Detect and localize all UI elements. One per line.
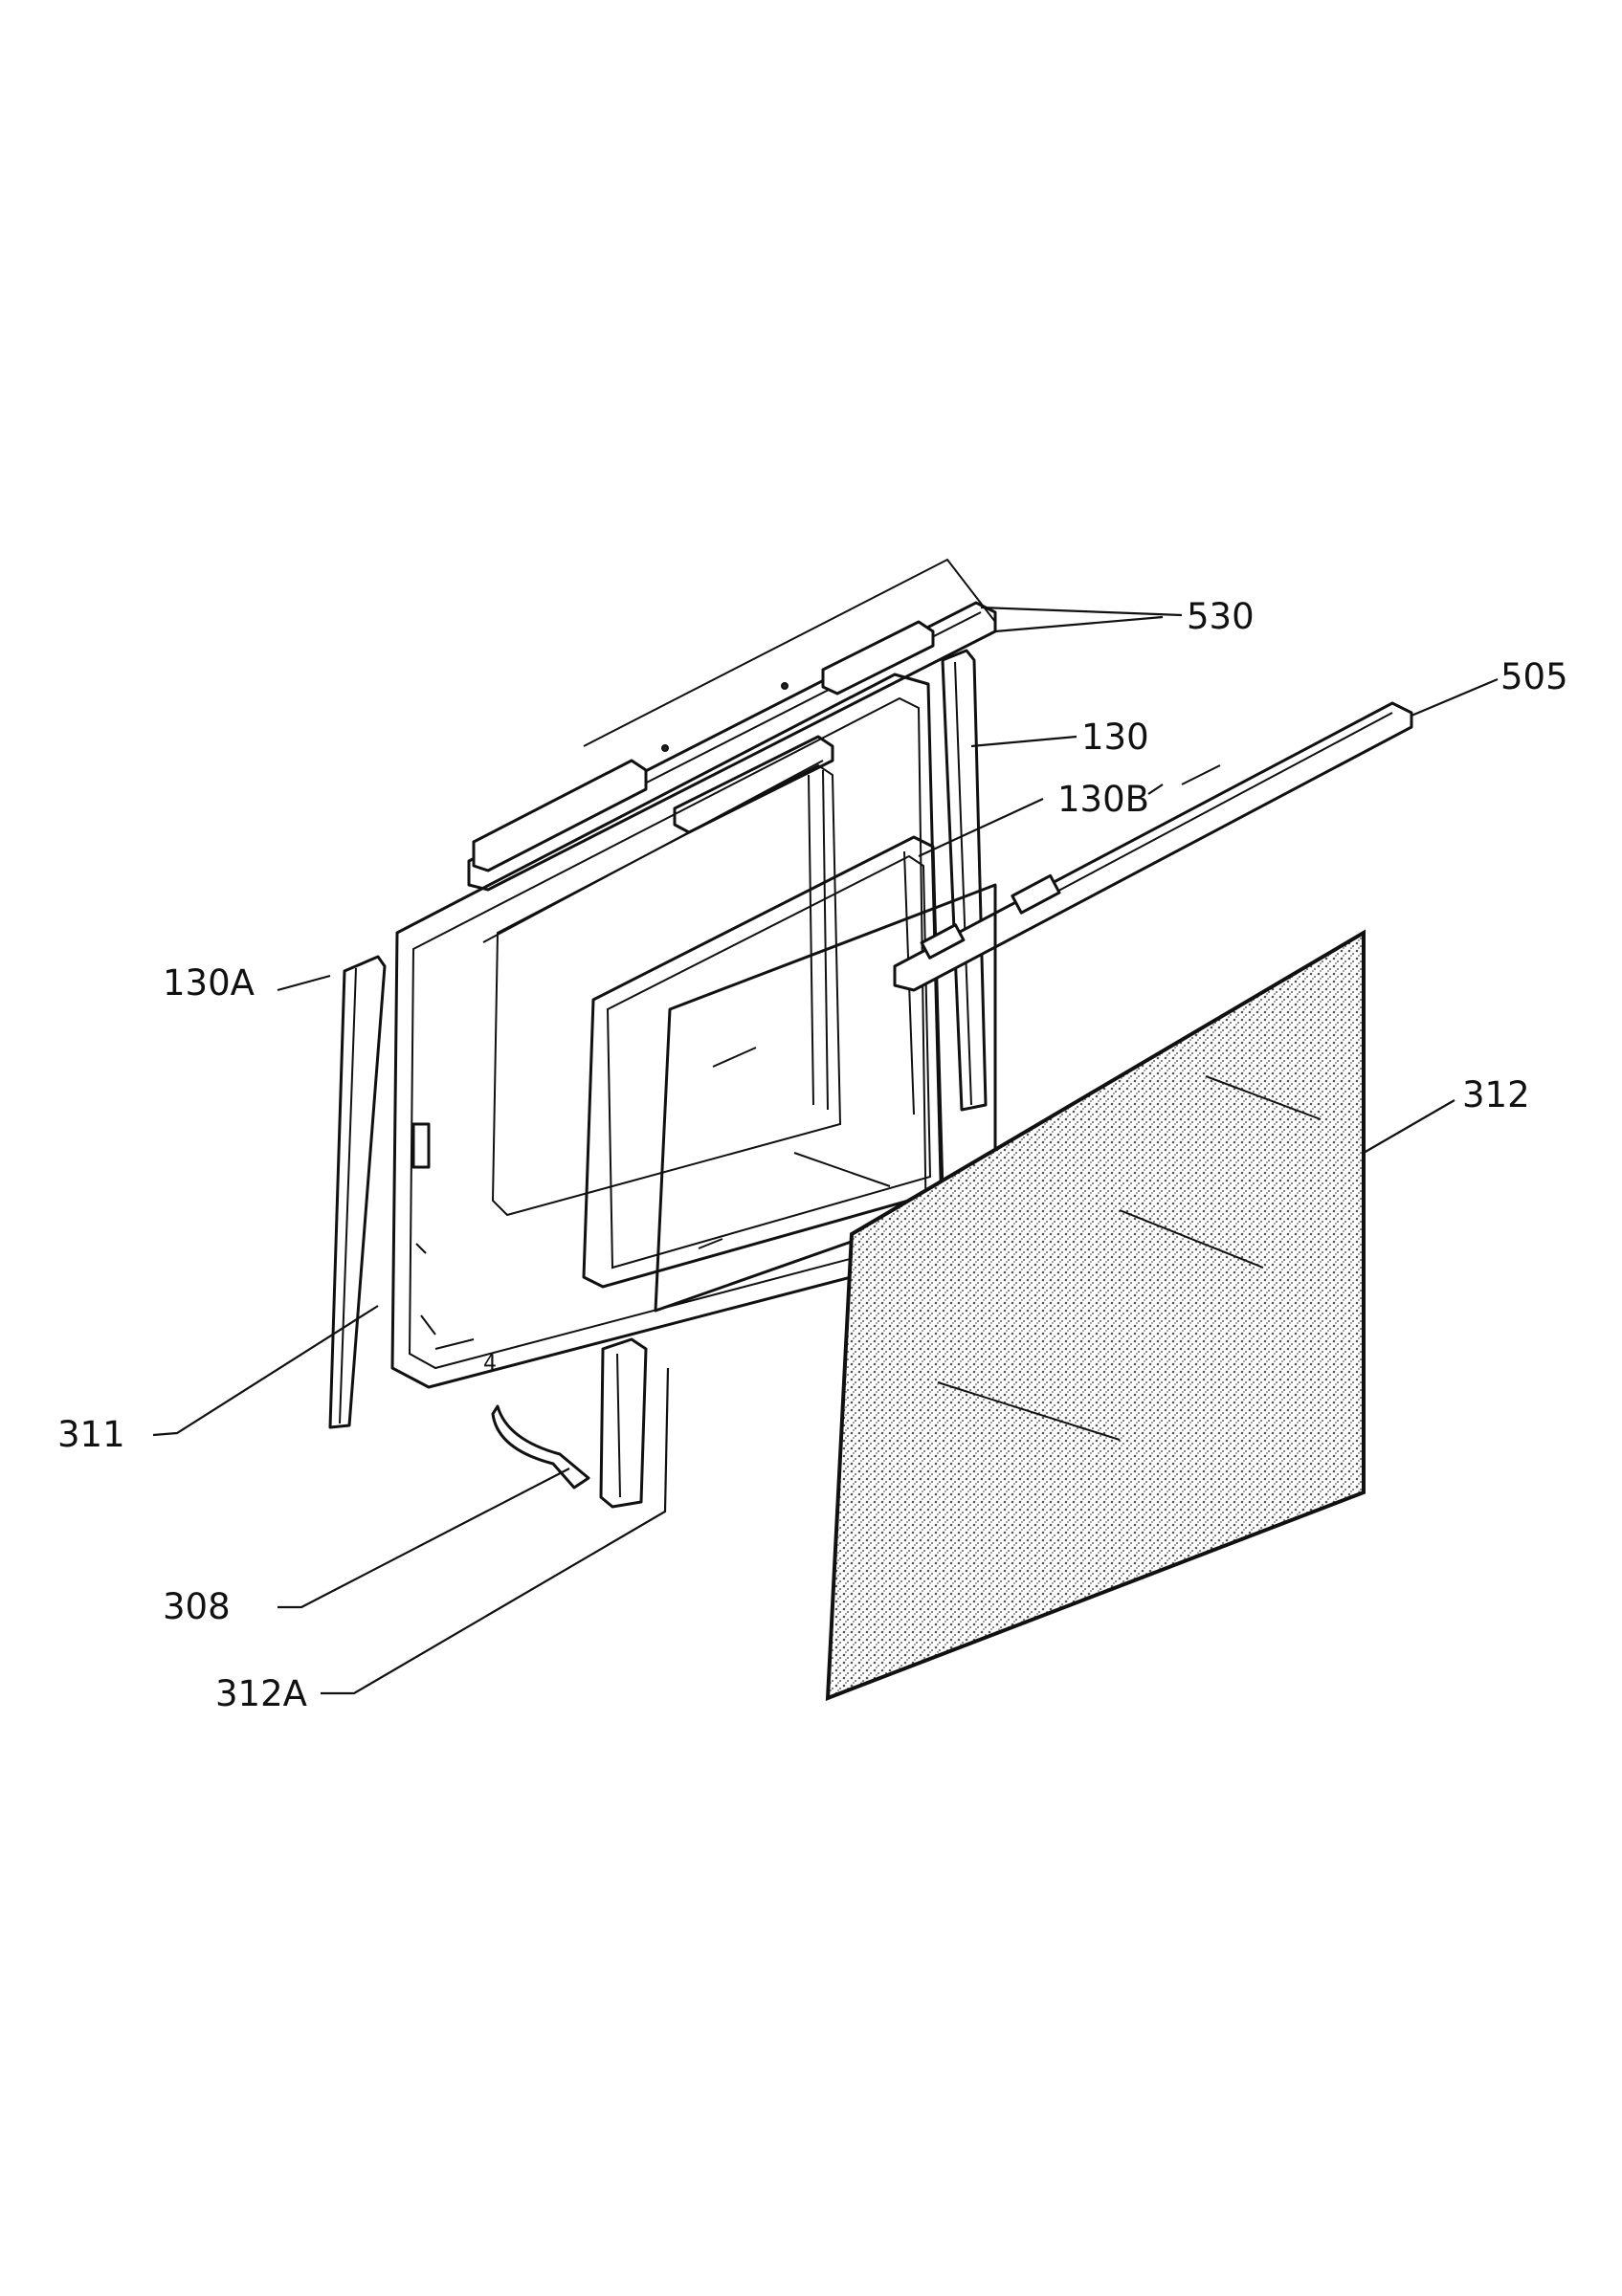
label-130b: 130B xyxy=(1057,779,1149,820)
part-505-glass-rail xyxy=(893,701,1413,992)
part-308-hinge-bracket xyxy=(491,1337,648,1509)
part-130a-side-seal xyxy=(328,955,387,1429)
part-130-gasket xyxy=(941,649,988,1112)
label-130a: 130A xyxy=(163,962,255,1004)
part-530-top-trim xyxy=(467,558,997,892)
label-308: 308 xyxy=(163,1586,231,1627)
label-312a: 312A xyxy=(215,1673,307,1714)
label-130: 130 xyxy=(1081,717,1149,758)
plate-number: 4 xyxy=(483,1352,497,1376)
part-312-outer-glass xyxy=(825,929,1366,1701)
leader-lines xyxy=(152,606,1499,1695)
label-312: 312 xyxy=(1462,1074,1530,1115)
label-505: 505 xyxy=(1500,656,1568,697)
label-311: 311 xyxy=(57,1414,125,1455)
part-312a-plate: 4 xyxy=(434,1338,497,1376)
label-530: 530 xyxy=(1187,596,1255,637)
